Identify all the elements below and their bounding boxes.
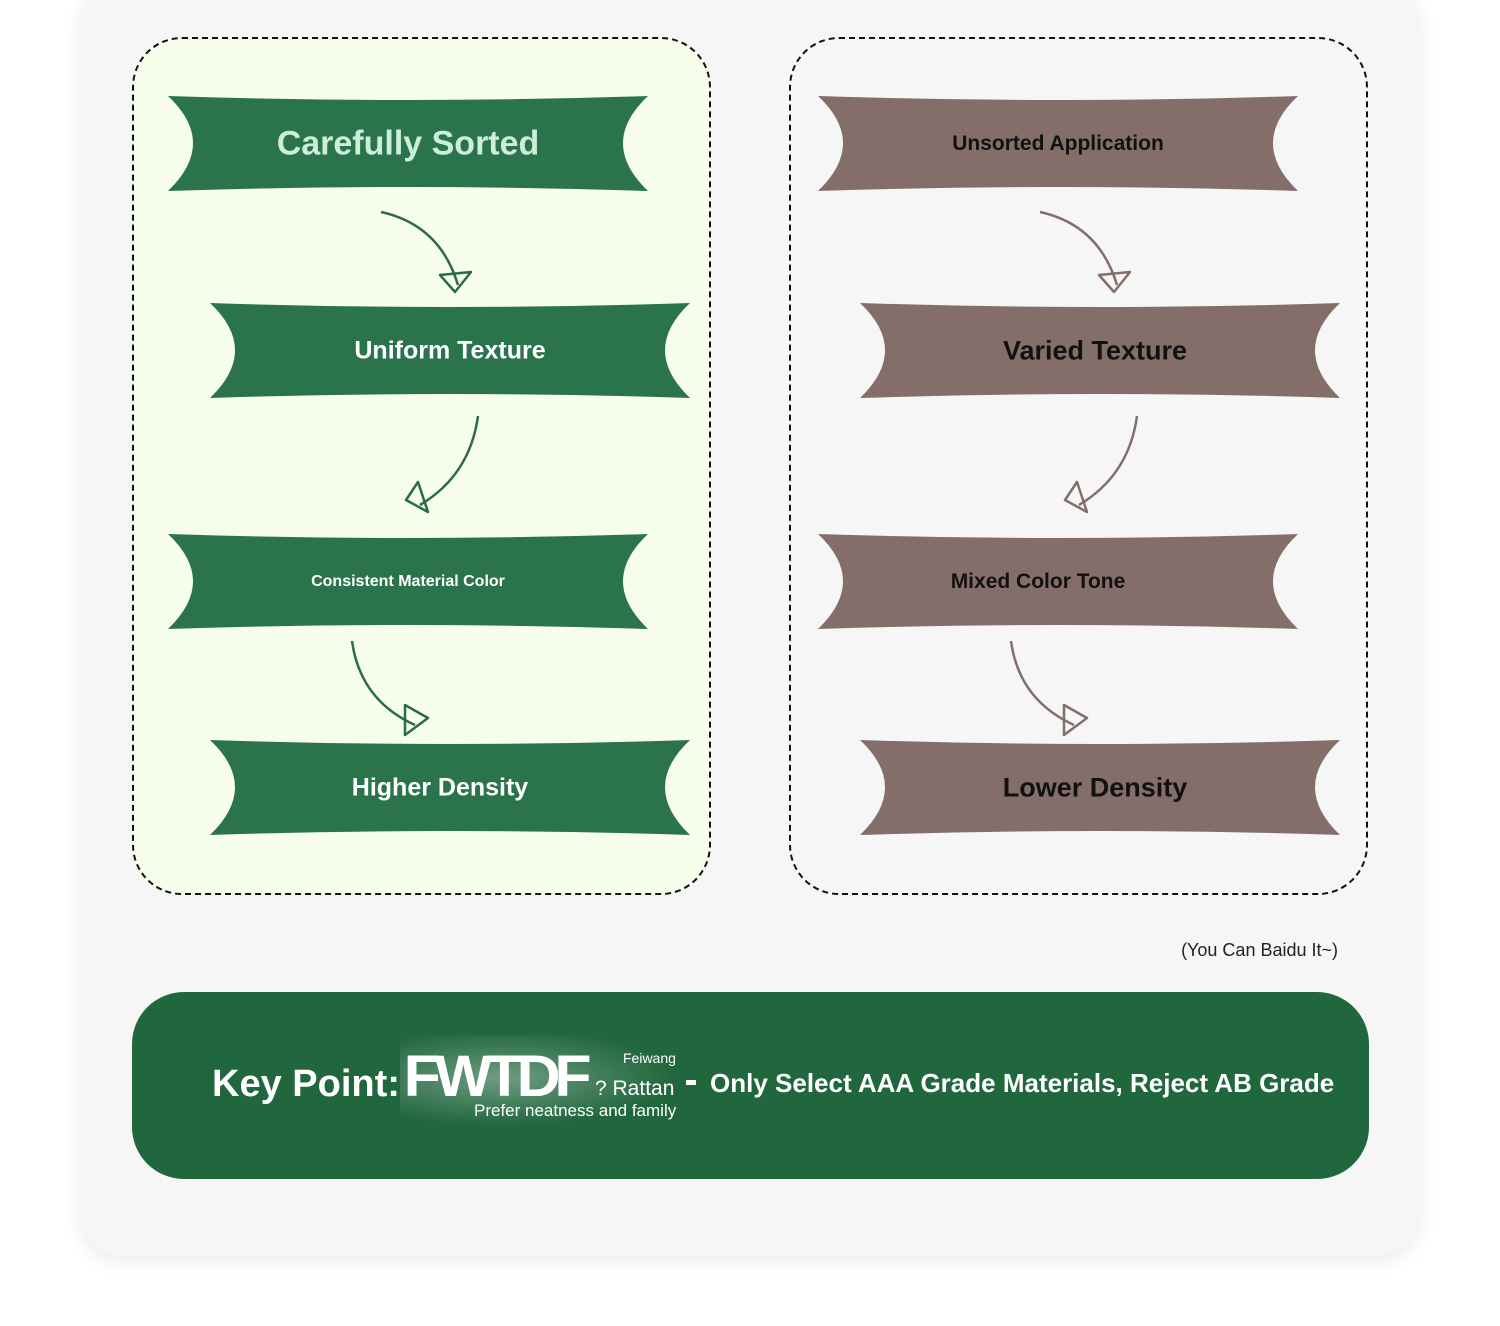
step-label: Mixed Color Tone (950, 569, 1126, 593)
key-point-message: Only Select AAA Grade Materials, Reject … (710, 1068, 1335, 1098)
step-ribbon: Unsorted Application (818, 96, 1298, 191)
step-ribbon: Consistent Material Color (168, 534, 648, 629)
step-ribbon: Lower Density (860, 740, 1340, 835)
step-label: Carefully Sorted (276, 124, 540, 162)
step-label: Uniform Texture (354, 336, 546, 364)
dash-separator (686, 1080, 696, 1085)
step-label: Consistent Material Color (311, 572, 505, 590)
logo-mark: FWTDF (403, 1044, 592, 1109)
step-ribbon: Higher Density (210, 740, 690, 835)
logo-slogan: Prefer neatness and family (474, 1101, 677, 1120)
flow-arrows (350, 210, 1139, 737)
note-text: (You Can Baidu It~) (1181, 940, 1338, 960)
arrow-5 (1078, 415, 1139, 507)
key-point-label: Key Point: (212, 1063, 400, 1105)
logo-brand: ? Rattan (595, 1077, 675, 1100)
step-ribbon: Varied Texture (860, 303, 1340, 398)
brand-logo: FWTDF Feiwang ? Rattan Prefer neatness a… (400, 1035, 690, 1130)
key-point-banner (132, 992, 1369, 1179)
step-label: Unsorted Application (952, 131, 1164, 155)
step-ribbon: Mixed Color Tone (818, 534, 1298, 629)
unsorted-panel (789, 37, 1368, 895)
step-ribbon: Uniform Texture (210, 303, 690, 398)
arrow-2 (419, 415, 480, 507)
logo-brand-top: Feiwang (623, 1050, 676, 1066)
step-label: Varied Texture (1002, 335, 1188, 365)
step-label: Higher Density (351, 773, 529, 801)
step-ribbon: Carefully Sorted (168, 96, 648, 191)
step-label: Lower Density (1002, 772, 1188, 802)
